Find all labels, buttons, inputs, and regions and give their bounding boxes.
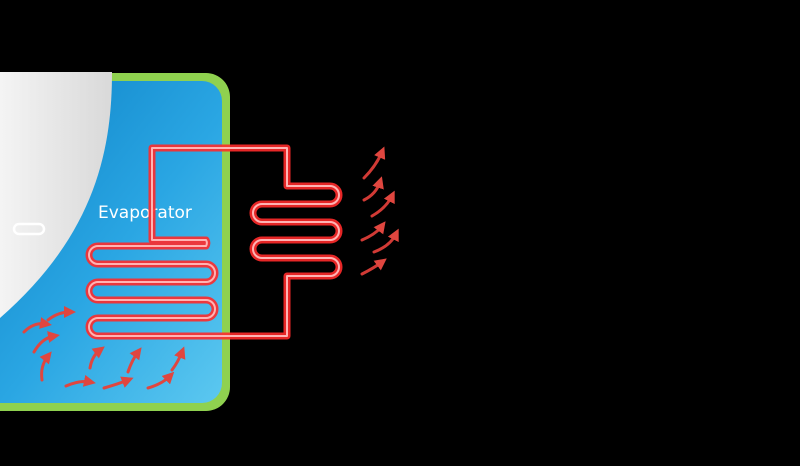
curved-arrow-icon: [170, 346, 186, 372]
curved-arrow-icon: [362, 146, 386, 180]
curved-arrow-icon: [360, 258, 387, 276]
curved-arrow-icon: [126, 347, 142, 374]
inside-air-arrows: [22, 306, 186, 390]
curved-arrow-icon: [39, 351, 52, 382]
curved-arrow-icon: [32, 331, 60, 354]
door-handle: [12, 222, 46, 236]
curved-arrow-icon: [64, 374, 96, 388]
refrigerant-coil: [88, 147, 340, 337]
curved-arrow-icon: [372, 228, 399, 254]
curved-arrow-icon: [362, 176, 384, 202]
curved-arrow-icon: [22, 317, 52, 334]
curved-arrow-icon: [88, 346, 105, 370]
outside-air-arrows: [360, 146, 399, 276]
curved-arrow-icon: [146, 371, 175, 390]
curved-arrow-icon: [360, 221, 386, 242]
curved-arrow-icon: [370, 190, 395, 218]
evaporator-label: Evaporator: [98, 203, 192, 223]
curved-arrow-icon: [46, 306, 76, 322]
curved-arrow-icon: [102, 376, 134, 390]
fridge-door: [0, 72, 112, 318]
